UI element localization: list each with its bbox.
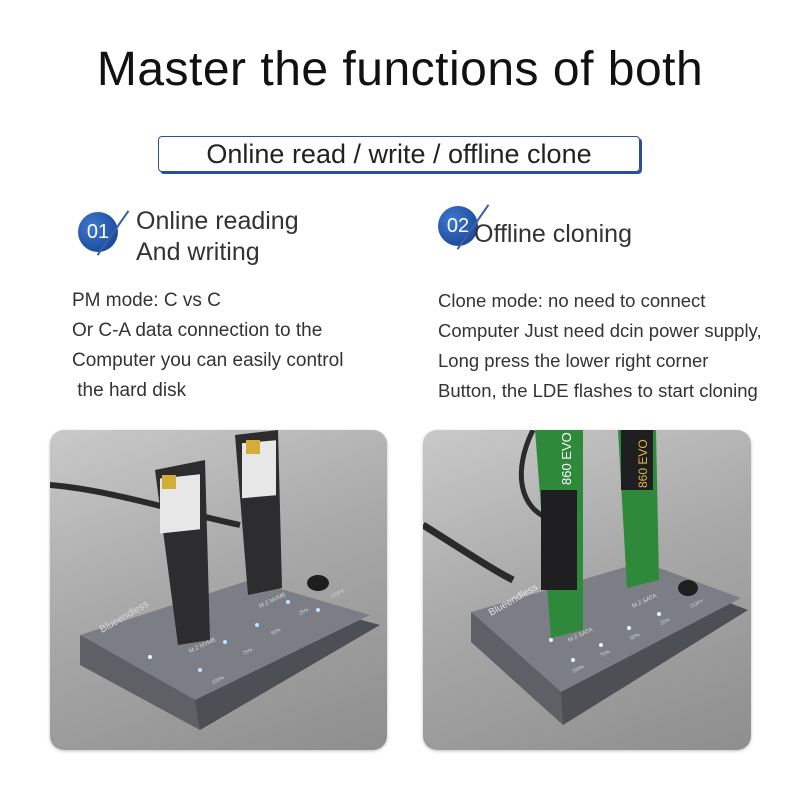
- feature-title-01-line2: And writing: [136, 238, 260, 266]
- copy-button: [307, 575, 329, 591]
- ssd-card-left: [155, 460, 210, 645]
- led-label-100: 100%: [571, 664, 586, 675]
- feature-number-01: 01: [86, 220, 110, 243]
- ssd-card-right: 860 EVO: [618, 430, 659, 588]
- feature-description-02-line: Button, the LDE flashes to start cloning: [438, 380, 758, 401]
- feature-description-02-line: Clone mode: no need to connect: [438, 290, 706, 311]
- led-indicator: [148, 655, 152, 659]
- feature-description-01: PM mode: C vs C Or C-A data connection to…: [72, 286, 343, 406]
- feature-description-02-line: Long press the lower right corner: [438, 350, 709, 371]
- feature-description-02-line: Computer Just need dcin power supply,: [438, 320, 762, 341]
- copy-button-label: COPY: [330, 588, 346, 600]
- led-indicator: [223, 640, 227, 644]
- feature-description-01-line: the hard disk: [72, 380, 187, 401]
- feature-description-01-line: Computer you can easily control: [72, 350, 344, 371]
- feature-title-02: Offline cloning: [474, 219, 632, 250]
- led-label-100: 100%: [211, 675, 226, 686]
- led-indicator: [571, 658, 575, 662]
- feature-title-02-line1: Offline cloning: [474, 220, 632, 248]
- led-label-25: 25%: [298, 607, 310, 617]
- feature-title-01: Online reading And writing: [136, 206, 299, 268]
- led-indicator: [627, 626, 631, 630]
- led-indicator: [198, 668, 202, 672]
- ssd-card-right: [235, 430, 282, 595]
- product-photo-sata: 860 EVO 860 EVO Blueendless M.2 SATA M.2…: [423, 430, 751, 750]
- led-indicator: [286, 600, 290, 604]
- led-label-75: 75%: [242, 647, 254, 657]
- led-indicator: [255, 623, 259, 627]
- copy-button: [678, 580, 698, 596]
- led-indicator: [657, 612, 661, 616]
- product-photo-nvme: Blueendless M.2 NVME M.2 NVME 100% 75% 5…: [50, 430, 387, 750]
- led-label-75: 75%: [599, 649, 611, 659]
- led-label-50: 50%: [270, 627, 282, 637]
- subtitle-box: Online read / write / offline clone: [158, 136, 640, 172]
- ssd-label-left: 860 EVO: [559, 432, 574, 485]
- feature-description-01-line: Or C-A data connection to the: [72, 320, 323, 341]
- ssd-label-right: 860 EVO: [636, 439, 650, 488]
- led-indicator: [316, 608, 320, 612]
- subtitle: Online read / write / offline clone: [206, 139, 592, 169]
- copy-button-label: COPY: [689, 598, 705, 610]
- led-label-25: 25%: [659, 617, 671, 627]
- feature-number-02: 02: [446, 214, 470, 237]
- led-indicator: [549, 638, 553, 642]
- feature-description-01-line: PM mode: C vs C: [72, 290, 221, 311]
- ssd-card-left: 860 EVO: [535, 430, 583, 638]
- feature-title-01-line1: Online reading: [136, 207, 299, 235]
- page-title: Master the functions of both: [96, 43, 704, 96]
- led-indicator: [599, 643, 603, 647]
- feature-number-badge-02: 02: [438, 206, 478, 246]
- led-label-50: 50%: [629, 632, 641, 642]
